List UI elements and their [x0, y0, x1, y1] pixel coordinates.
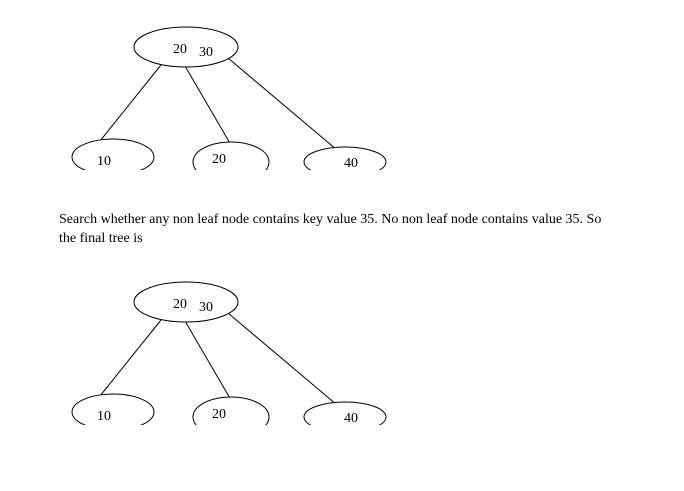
leaf-node-1: [71, 393, 155, 425]
tree-edge-left: [99, 64, 162, 142]
root-node: [133, 26, 239, 68]
leaf-node-2: [192, 141, 270, 170]
tree-edge-middle: [184, 65, 232, 146]
leaf-node-1: [71, 138, 155, 170]
leaf-key-3: 40: [344, 411, 358, 425]
tree-edge-left: [99, 319, 162, 397]
leaf-key-2: 20: [212, 152, 226, 167]
root-key-2: 30: [199, 45, 213, 60]
root-key-2: 30: [199, 300, 213, 315]
root-key-1: 20: [173, 42, 187, 57]
tree-edge-right: [227, 312, 338, 406]
leaf-key-1: 10: [97, 409, 111, 424]
leaf-key-2: 20: [212, 407, 226, 422]
tree-edge-middle: [184, 320, 232, 401]
tree-canvas: 20 30 10 20 40: [71, 281, 387, 425]
caption-line-2: the final tree is: [59, 231, 143, 246]
root-node: [133, 281, 239, 323]
root-key-1: 20: [173, 297, 187, 312]
leaf-key-3: 40: [344, 156, 358, 170]
tree-diagram-final: 20 30 10 20 40: [0, 255, 684, 425]
tree-diagram-initial: 20 30 10 20 40: [0, 0, 684, 170]
tree-canvas: 20 30 10 20 40: [71, 26, 387, 170]
leaf-key-1: 10: [97, 154, 111, 169]
leaf-node-2: [192, 396, 270, 425]
caption-text: Search whether any non leaf node contain…: [59, 210, 659, 248]
leaf-node-3: [303, 146, 387, 170]
tree-edge-right: [227, 57, 338, 151]
caption-line-1: Search whether any non leaf node contain…: [59, 212, 602, 227]
leaf-node-3: [303, 401, 387, 425]
